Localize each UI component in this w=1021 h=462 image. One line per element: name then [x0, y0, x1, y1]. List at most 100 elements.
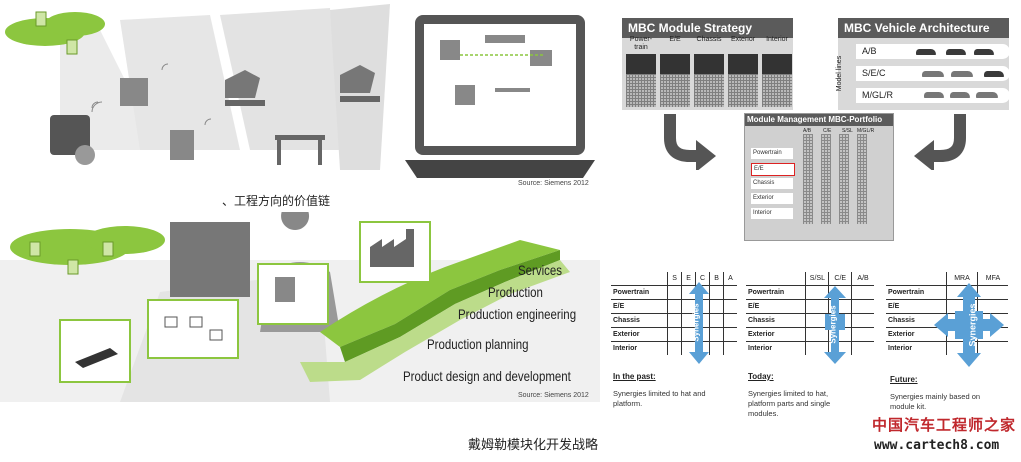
- stair-label-production-planning: Production planning: [427, 336, 529, 352]
- module-label: E/E: [669, 36, 681, 43]
- module-ee: E/E: [660, 36, 690, 107]
- col-header: MFA: [977, 272, 1008, 286]
- model-lines-axis-label: Model lines: [836, 55, 844, 92]
- watermark-url: www.cartech8.com: [874, 438, 1000, 453]
- row-label: Interior: [888, 345, 913, 352]
- portfolio-col-header: S/SL: [842, 128, 853, 134]
- row-label: Interior: [748, 345, 773, 352]
- row-label: Interior: [613, 345, 638, 352]
- module-image: [660, 54, 690, 74]
- row-label: Exterior: [746, 327, 806, 342]
- car-icon: [974, 49, 994, 55]
- vehicle-arch-title: MBC Vehicle Architecture: [838, 18, 1009, 38]
- row-label: Exterior: [611, 327, 668, 342]
- portfolio-col-header: A/B: [803, 128, 812, 134]
- car-icon: [922, 71, 944, 77]
- row-label: Chassis: [746, 313, 806, 328]
- vehicle-row-mglr: M/GL/R: [856, 88, 1010, 103]
- portfolio-panel: Module Management MBC-Portfolio A/B C/E …: [744, 113, 894, 241]
- row-label: Chassis: [886, 313, 947, 328]
- row-label: Chassis: [611, 313, 668, 328]
- car-icon: [950, 92, 970, 98]
- col-header: E: [681, 272, 696, 286]
- car-icon: [951, 71, 973, 77]
- portfolio-row: E/E: [751, 163, 795, 176]
- synergy-arrow-vertical: [824, 286, 846, 364]
- module-powertrain: Power- train: [626, 36, 656, 107]
- watermark-cn: 中国汽车工程师之家: [872, 417, 1017, 434]
- col-header: A: [722, 272, 737, 286]
- vehicle-row-label: M/GL/R: [862, 90, 894, 100]
- car-icon: [924, 92, 944, 98]
- vehicle-row-ab: A/B: [856, 44, 1010, 59]
- car-icon: [946, 49, 966, 55]
- synergy-arrow-cross: [934, 283, 1004, 367]
- portfolio-row: Exterior: [751, 193, 793, 204]
- portfolio-row: Interior: [751, 208, 793, 219]
- car-icon: [976, 92, 998, 98]
- bottom-left-source: Source: Siemens 2012: [518, 392, 589, 399]
- curved-arrow-right: [914, 114, 966, 170]
- col-header: S/SL: [805, 272, 829, 286]
- caption-title: In the past:: [613, 372, 656, 381]
- product-lifecycle-illustration: [0, 202, 600, 402]
- vehicle-arch-panel: MBC Vehicle Architecture Model lines A/B…: [836, 18, 1010, 110]
- portfolio-col-header: M/GL/R: [857, 128, 875, 134]
- top-left-source: Source: Siemens 2012: [518, 180, 589, 187]
- module-image: [762, 54, 792, 74]
- curved-arrow-left: [664, 114, 716, 170]
- portfolio-title: Module Management MBC-Portfolio: [745, 114, 893, 126]
- module-label: Chassis: [696, 36, 722, 43]
- portfolio-col-header: C/E: [823, 128, 832, 134]
- stair-label-production: Production: [488, 284, 543, 300]
- synergy-table-today: S/SL C/E A/B Powertrain E/E Chassis Exte…: [746, 272, 874, 355]
- caption-title: Today:: [748, 372, 774, 381]
- portfolio-row: Powertrain: [751, 148, 793, 159]
- module-label: Interior: [766, 36, 788, 43]
- col-header: C/E: [828, 272, 852, 286]
- module-interior: Interior: [762, 36, 792, 107]
- synergy-table-past: S E C B A Powertrain E/E Chassis Exterio…: [611, 272, 737, 355]
- row-label: Powertrain: [746, 285, 806, 300]
- synergy-arrow-vertical: [689, 282, 709, 364]
- module-strategy-title: MBC Module Strategy: [622, 18, 793, 38]
- portfolio-row: Chassis: [751, 178, 793, 189]
- module-strategy-panel: MBC Module Strategy Power- train E/E Cha…: [622, 18, 793, 110]
- top-left-caption: 、工程方向的价值链: [222, 194, 331, 208]
- synergy-arrow-label: Synergies: [967, 303, 978, 347]
- row-label: E/E: [611, 299, 668, 314]
- synergy-arrow-label: Synergies: [828, 305, 838, 344]
- caption-body: Synergies limited to hat and platform.: [613, 389, 706, 408]
- row-label: Exterior: [886, 327, 947, 342]
- vehicle-row-sec: S/E/C: [856, 66, 1010, 81]
- stair-label-services: Services: [518, 262, 563, 278]
- row-label: E/E: [746, 299, 806, 314]
- top-left-illustration: Source: Siemens 2012: [0, 0, 600, 190]
- module-exterior: Exterior: [728, 36, 758, 107]
- col-header: MRA: [946, 272, 978, 286]
- vehicle-row-label: S/E/C: [862, 68, 886, 78]
- bottom-left-illustration: Services Production Production engineeri…: [0, 202, 600, 402]
- synergy-arrow-label: Synergies: [691, 303, 701, 342]
- caption-body: Synergies limited to hat, platform parts…: [748, 389, 831, 418]
- value-chain-illustration: [5, 4, 595, 178]
- col-header: B: [709, 272, 724, 286]
- module-image: [728, 54, 758, 74]
- module-chassis: Chassis: [694, 36, 724, 107]
- row-label: E/E: [886, 299, 947, 314]
- car-icon: [916, 49, 936, 55]
- vehicle-row-label: A/B: [862, 46, 877, 56]
- col-header: S: [667, 272, 682, 286]
- module-label: Power- train: [629, 36, 653, 51]
- car-icon: [984, 71, 1004, 77]
- caption-title: Future:: [890, 375, 918, 384]
- row-label: Powertrain: [886, 285, 947, 300]
- row-label: Powertrain: [611, 285, 668, 300]
- stair-label-production-engineering: Production engineering: [458, 306, 577, 322]
- bottom-caption: 戴姆勒模块化开发战略: [468, 437, 599, 452]
- module-image: [626, 54, 656, 74]
- module-label: Exterior: [730, 36, 756, 43]
- stair-label-product-design: Product design and development: [403, 368, 571, 384]
- col-header: A/B: [851, 272, 874, 286]
- caption-body: Synergies mainly based on module kit.: [890, 392, 981, 411]
